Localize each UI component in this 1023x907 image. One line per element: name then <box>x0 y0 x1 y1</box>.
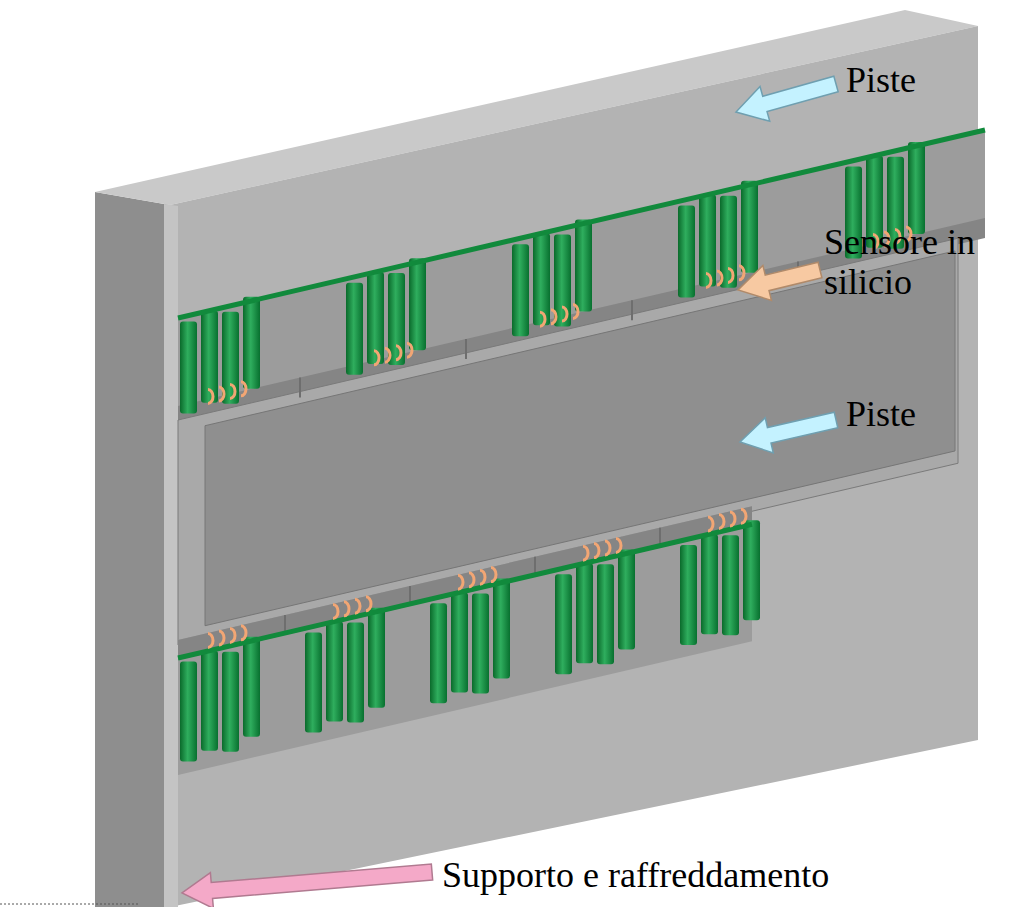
track <box>493 579 510 679</box>
part-label: Sensore in silicio <box>824 222 1016 303</box>
bond-wire <box>230 384 235 398</box>
bond-wire <box>616 538 621 552</box>
track <box>743 520 760 620</box>
bond-wire <box>573 304 578 318</box>
bond-wire <box>583 546 588 560</box>
track <box>533 233 550 325</box>
bond-wire <box>706 274 711 288</box>
bond-wire <box>540 312 545 326</box>
track <box>346 283 363 375</box>
bond-wire <box>458 575 463 589</box>
bond-wire <box>333 604 338 618</box>
track <box>741 181 758 273</box>
bond-wire <box>551 310 556 324</box>
plate-edge <box>164 204 178 907</box>
bond-wire <box>355 599 360 613</box>
track <box>430 603 447 703</box>
part-label: Supporto e raffreddamento <box>442 855 829 895</box>
bond-wire <box>396 346 401 360</box>
bond-wire <box>480 570 485 584</box>
track <box>326 622 343 722</box>
track <box>347 623 364 723</box>
bond-wire <box>230 628 235 642</box>
bond-wire <box>219 387 224 401</box>
bond-wire <box>741 509 746 523</box>
bond-wire <box>374 351 379 365</box>
bond-wire <box>717 271 722 285</box>
track <box>243 297 260 389</box>
track <box>575 219 592 311</box>
track <box>618 549 635 649</box>
bond-wire <box>241 382 246 396</box>
bond-wire <box>366 597 371 611</box>
plate-side <box>95 192 170 907</box>
callout-arrow <box>180 854 433 907</box>
dotted-line <box>0 904 140 905</box>
track <box>701 534 718 634</box>
bond-wire <box>739 266 744 280</box>
ledge-gap <box>631 300 633 320</box>
bond-wire <box>208 634 213 648</box>
bond-wire <box>730 512 735 526</box>
track <box>201 651 218 751</box>
bond-wire <box>562 307 567 321</box>
callout-arrow <box>734 253 825 308</box>
track <box>699 195 716 287</box>
track-edge <box>178 524 752 658</box>
bond-wire <box>344 602 349 616</box>
track <box>222 652 239 752</box>
bond-wire <box>605 541 610 555</box>
track <box>367 272 384 364</box>
bond-wire <box>719 514 724 528</box>
track <box>243 637 260 737</box>
bond-wire <box>219 631 224 645</box>
ledge-gap <box>465 339 467 359</box>
bond-wire <box>241 626 246 640</box>
track <box>678 206 695 298</box>
track <box>908 142 925 234</box>
track <box>180 662 197 762</box>
bond-wire <box>728 268 733 282</box>
bond-wire <box>407 343 412 357</box>
track <box>409 258 426 350</box>
track <box>368 608 385 708</box>
track <box>555 574 572 674</box>
ledge-gap <box>299 378 301 398</box>
callout-arrow <box>736 402 840 459</box>
track <box>680 545 697 645</box>
part-label: Piste <box>846 394 916 434</box>
bond-wire <box>208 390 213 404</box>
bond-wire <box>385 348 390 362</box>
track <box>305 632 322 732</box>
lower-board <box>178 506 752 775</box>
track <box>722 535 739 635</box>
callout-arrow <box>731 67 841 130</box>
track <box>180 322 197 414</box>
track <box>472 593 489 693</box>
bond-wire <box>469 573 474 587</box>
track <box>597 564 614 664</box>
bond-wire <box>594 544 599 558</box>
track <box>451 592 468 692</box>
bond-wire <box>708 517 713 531</box>
track <box>201 311 218 403</box>
bond-wire <box>491 568 496 582</box>
track <box>576 563 593 663</box>
part-label: Piste <box>846 60 916 100</box>
track <box>512 244 529 336</box>
